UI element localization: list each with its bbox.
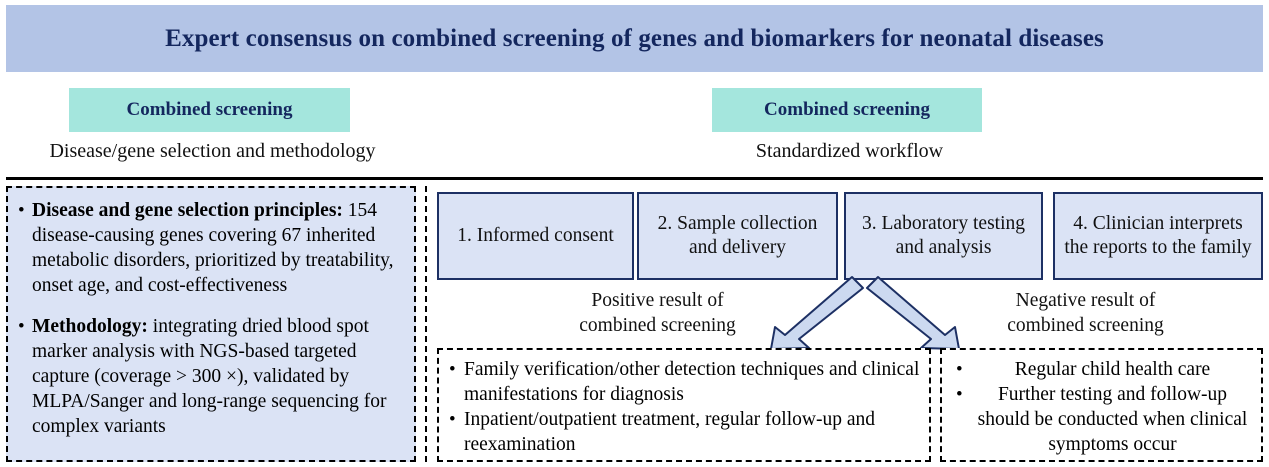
negative-outcome-list: Regular child health care Further testin…	[948, 357, 1253, 457]
arrow-right-icon	[866, 276, 960, 350]
list-item: Disease and gene selection principles: 1…	[16, 198, 404, 298]
positive-outcome-box: Family verification/other detection tech…	[437, 348, 931, 462]
list-item: Regular child health care	[948, 357, 1253, 382]
left-bullet-list: Disease and gene selection principles: 1…	[16, 198, 404, 439]
right-section-chip-label: Combined screening	[764, 99, 930, 120]
workflow-step-3[interactable]: 3. Laboratory testing and analysis	[844, 192, 1043, 280]
bullet-body: 154 disease-causing genes covering 67 in…	[32, 200, 394, 296]
workflow-step-1-label: 1. Informed consent	[457, 225, 614, 246]
left-section-subtitle: Disease/gene selection and methodology	[49, 140, 376, 162]
positive-outcome-list: Family verification/other detection tech…	[445, 357, 921, 457]
workflow-step-2-label: 2. Sample collection and delivery	[657, 213, 818, 258]
negative-result-label: Negative result of combined screening	[1007, 290, 1164, 336]
left-section-chip: Combined screening	[69, 88, 350, 132]
header-divider-rule	[6, 177, 1263, 180]
workflow-step-1[interactable]: 1. Informed consent	[437, 192, 634, 280]
workflow-step-4-label: 4. Clinician interprets the reports to t…	[1064, 213, 1252, 258]
branch-arrows	[770, 276, 960, 350]
bullet-lead: Methodology:	[32, 316, 148, 337]
right-section-chip: Combined screening	[712, 88, 982, 132]
arrow-left-icon	[770, 276, 864, 350]
workflow-step-4[interactable]: 4. Clinician interprets the reports to t…	[1053, 192, 1263, 280]
workflow-step-2[interactable]: 2. Sample collection and delivery	[637, 192, 838, 280]
bullet-lead: Disease and gene selection principles:	[32, 200, 343, 221]
section-divider-dashed	[425, 186, 427, 462]
left-section-chip-label: Combined screening	[126, 99, 293, 120]
figure-title-banner: Expert consensus on combined screening o…	[6, 5, 1263, 72]
bullet-body: integrating dried blood spot marker anal…	[32, 316, 387, 437]
list-item: Further testing and follow-up should be …	[948, 382, 1253, 457]
list-item: Methodology: integrating dried blood spo…	[16, 314, 404, 439]
right-section-subtitle: Standardized workflow	[755, 140, 944, 162]
positive-result-label: Positive result of combined screening	[579, 290, 736, 336]
left-info-panel: Disease and gene selection principles: 1…	[6, 186, 416, 462]
page-title: Expert consensus on combined screening o…	[165, 24, 1104, 52]
list-item: Inpatient/outpatient treatment, regular …	[445, 407, 921, 457]
negative-outcome-box: Regular child health care Further testin…	[940, 348, 1263, 462]
list-item: Family verification/other detection tech…	[445, 357, 921, 407]
workflow-step-3-label: 3. Laboratory testing and analysis	[862, 213, 1025, 258]
